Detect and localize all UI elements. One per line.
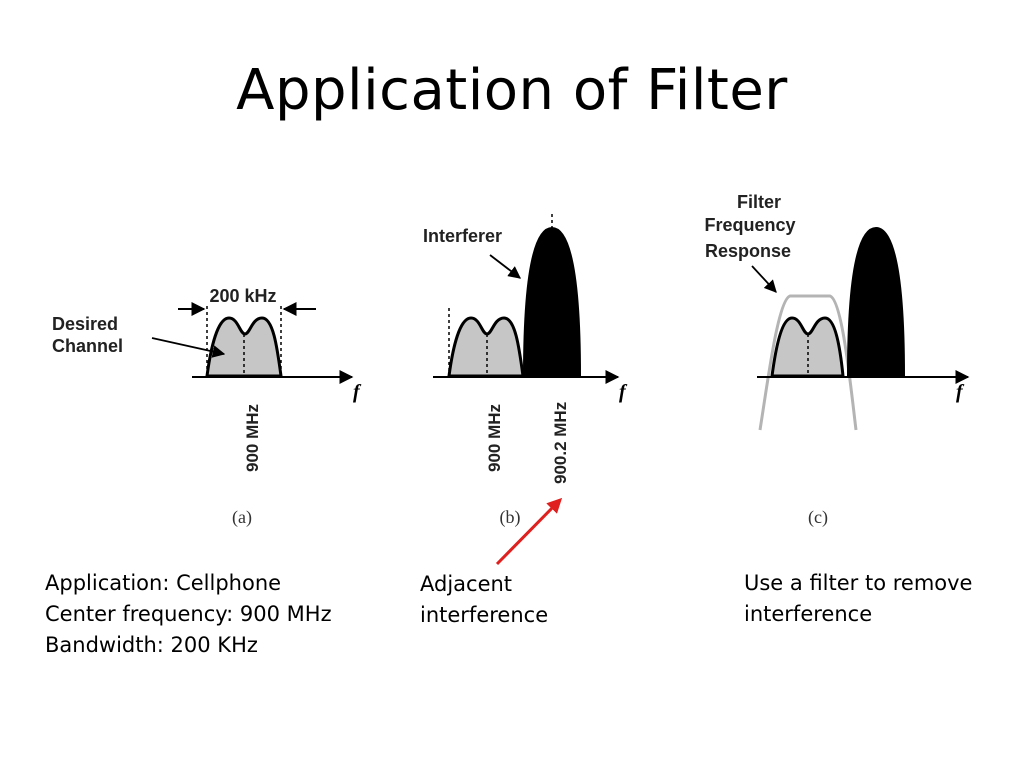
caption-interference: interference xyxy=(420,603,549,627)
frequency-label-900-2: 900.2 MHz xyxy=(551,402,570,484)
frequency-label-900: 900 MHz xyxy=(485,404,504,472)
panel-b: Interferer f 900 MHz 900.2 MHz (b) xyxy=(423,214,628,528)
caption-remove-interference: interference xyxy=(744,602,873,626)
caption-center-frequency: Center frequency: 900 MHz xyxy=(45,602,332,626)
panel-c: Filter Frequency Response f (c) xyxy=(704,192,970,528)
caption-middle: Adjacent interference xyxy=(420,569,548,631)
filter-label-line3: Response xyxy=(705,241,791,261)
desired-label-line1: Desired xyxy=(52,314,118,334)
panel-a-caption: (a) xyxy=(232,507,252,528)
desired-label-line2: Channel xyxy=(52,336,123,356)
axis-label-f-b: f xyxy=(619,381,628,403)
caption-bandwidth: Bandwidth: 200 KHz xyxy=(45,633,258,657)
interferer-spectrum-c xyxy=(846,226,906,377)
caption-left: Application: Cellphone Center frequency:… xyxy=(45,568,332,661)
interferer-pointer-arrow xyxy=(489,254,521,279)
panel-c-caption: (c) xyxy=(808,507,828,528)
annotation-arrow xyxy=(495,497,563,566)
filter-label-line2: Frequency xyxy=(704,215,795,235)
caption-right: Use a filter to remove interference xyxy=(744,568,972,630)
caption-adjacent: Adjacent xyxy=(420,572,513,596)
axis-label-f-a: f xyxy=(353,381,362,403)
bandwidth-label: 200 kHz xyxy=(209,286,276,306)
caption-application: Application: Cellphone xyxy=(45,571,282,595)
slide-title: Application of Filter xyxy=(236,58,788,123)
filter-pointer-arrow xyxy=(751,265,777,293)
axis-label-f-c: f xyxy=(956,381,965,403)
caption-use-filter: Use a filter to remove xyxy=(744,571,973,595)
filter-label-line1: Filter xyxy=(737,192,781,212)
desired-channel-spectrum-b xyxy=(447,316,525,378)
interferer-spectrum xyxy=(522,226,582,377)
desired-pointer-arrow xyxy=(151,337,226,358)
panel-b-caption: (b) xyxy=(500,507,521,528)
interferer-label: Interferer xyxy=(423,226,502,246)
panel-a: 200 kHz Desired Channel f 900 MHz (a) xyxy=(52,286,362,528)
center-frequency-label: 900 MHz xyxy=(243,404,262,472)
